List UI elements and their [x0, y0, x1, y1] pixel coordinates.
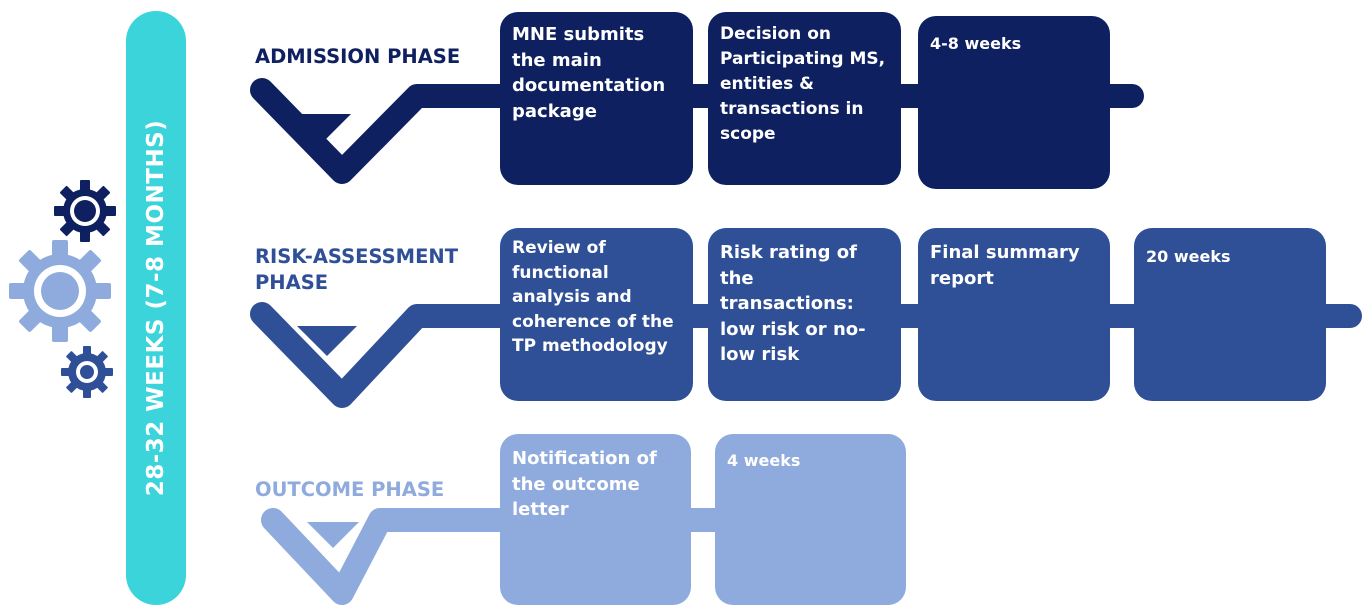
risk-assessment-phase-title: RISK-ASSESSMENT PHASE [255, 245, 459, 294]
step-text: Risk rating of the transactions: low ris… [720, 242, 866, 365]
step-text: MNE submits the main documentation packa… [512, 24, 666, 122]
gear-icon-mid [61, 346, 113, 398]
gear-icon-light [9, 240, 111, 342]
risk-step-rating: Risk rating of the transactions: low ris… [708, 228, 901, 401]
admission-step-decision: Decision on Participating MS, entities &… [708, 12, 901, 185]
outcome-step-notification: Notification of the outcome letter [500, 434, 691, 605]
admission-step-submission: MNE submits the main documentation packa… [500, 12, 693, 185]
risk-step-summary: Final summary report [918, 228, 1110, 401]
timeline-bar [126, 11, 186, 605]
admission-duration: 4-8 weeks [918, 16, 1110, 189]
gear-icon-dark [54, 180, 116, 242]
risk-notch [297, 326, 357, 356]
step-text: Decision on Participating MS, entities &… [720, 24, 886, 144]
risk-step-review: Review of functional analysis and cohere… [500, 228, 693, 401]
step-text: Notification of the outcome letter [512, 448, 657, 520]
risk-duration: 20 weeks [1134, 228, 1326, 401]
outcome-phase-title: OUTCOME PHASE [255, 478, 445, 501]
outcome-duration: 4 weeks [715, 434, 906, 605]
duration-text: 20 weeks [1146, 247, 1231, 266]
step-text: Review of functional analysis and cohere… [512, 238, 674, 356]
duration-text: 4 weeks [727, 451, 801, 470]
step-text: Final summary report [930, 242, 1080, 289]
admission-notch [295, 114, 351, 142]
admission-phase-title: ADMISSION PHASE [255, 45, 461, 68]
duration-text: 4-8 weeks [930, 34, 1022, 53]
outcome-notch [307, 522, 359, 548]
